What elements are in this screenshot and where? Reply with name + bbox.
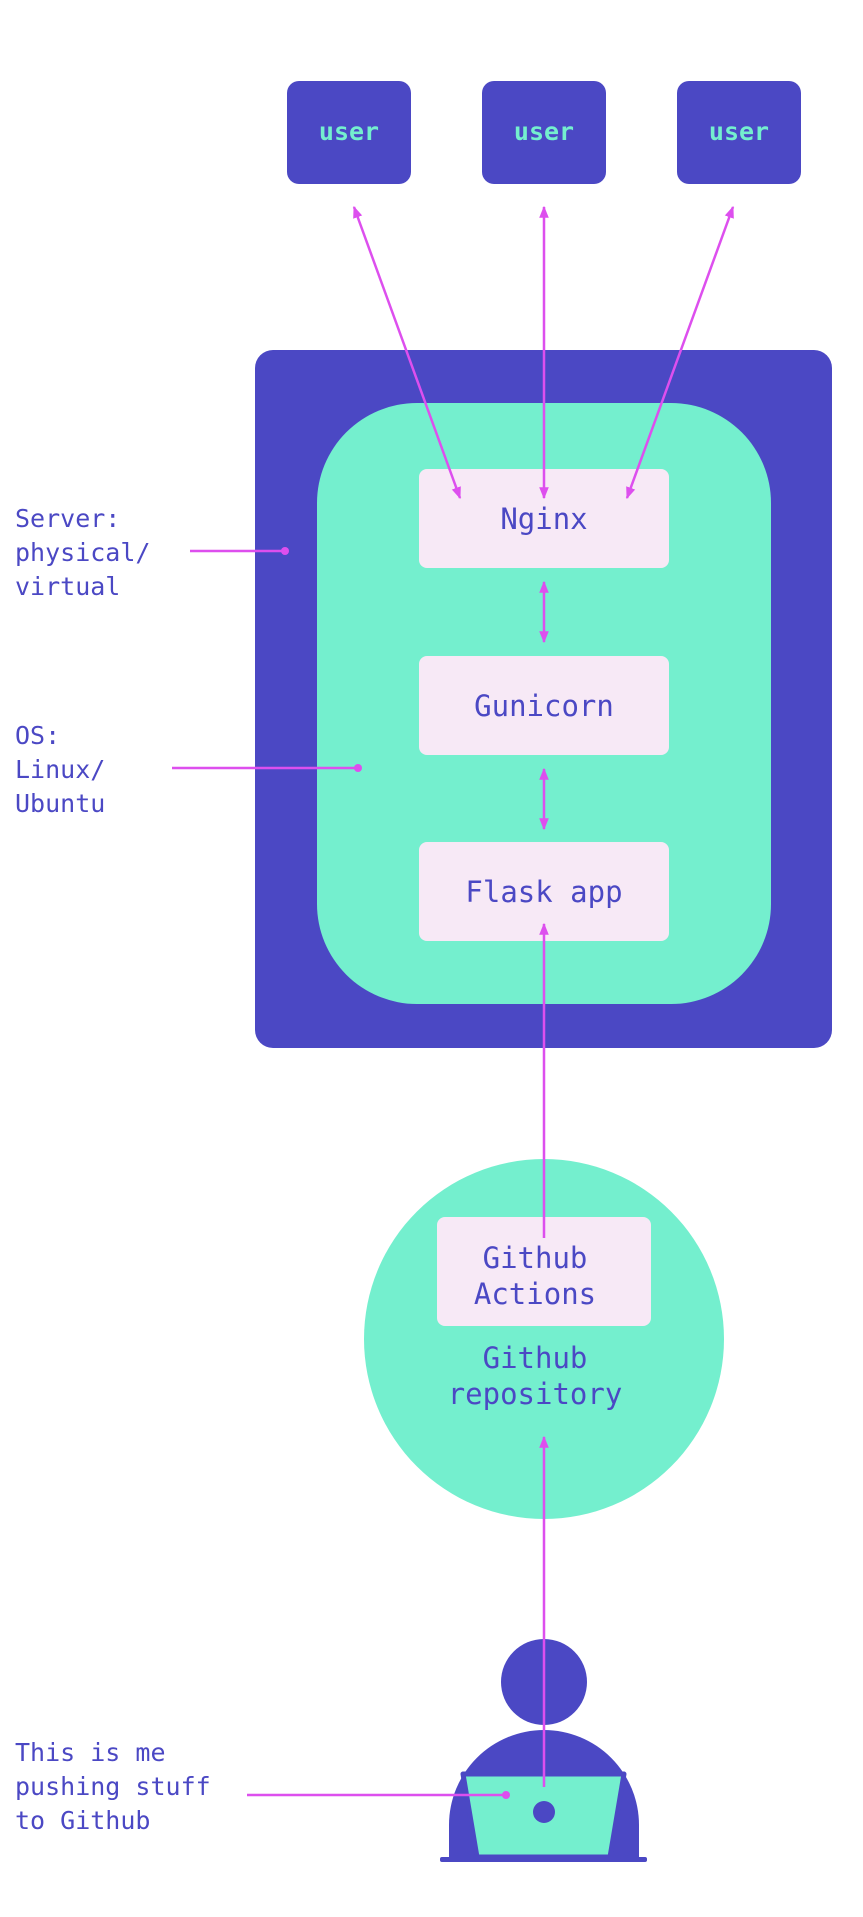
github-actions-label-line-1: Github bbox=[483, 1241, 588, 1275]
developer-label-line-1: This is me bbox=[15, 1738, 166, 1767]
github-repository-label-line-2: repository bbox=[448, 1377, 623, 1411]
server-label: Server: physical/ virtual bbox=[15, 504, 150, 601]
user-box-1: user bbox=[287, 81, 411, 184]
leader-dots bbox=[281, 547, 510, 1799]
gunicorn-label: Gunicorn bbox=[474, 689, 614, 723]
connectors bbox=[172, 205, 735, 1797]
github-actions-box: Github Actions bbox=[437, 1217, 651, 1326]
developer-label-line-3: to Github bbox=[15, 1806, 150, 1835]
os-label-line-3: Ubuntu bbox=[15, 789, 105, 818]
os-label-line-2: Linux/ bbox=[15, 755, 105, 784]
leader-dot-server bbox=[281, 547, 289, 555]
laptop-logo bbox=[533, 1801, 555, 1823]
os-label: OS: Linux/ Ubuntu bbox=[15, 721, 105, 818]
developer-label: This is me pushing stuff to Github bbox=[15, 1738, 211, 1835]
leader-dot-os bbox=[354, 764, 362, 772]
os-label-line-1: OS: bbox=[15, 721, 60, 750]
github-repository-label-line-1: Github bbox=[483, 1341, 588, 1375]
server-label-line-2: physical/ bbox=[15, 538, 150, 567]
user-box-2: user bbox=[482, 81, 606, 184]
github-actions-label-line-2: Actions bbox=[474, 1277, 596, 1311]
user-box-3: user bbox=[677, 81, 801, 184]
arrow-user-3-nginx bbox=[625, 205, 735, 500]
leader-dot-developer bbox=[502, 1791, 510, 1799]
user-label-1: user bbox=[319, 117, 379, 146]
nginx-box: Nginx bbox=[419, 469, 669, 568]
flask-app-box: Flask app bbox=[419, 842, 669, 941]
flask-app-label: Flask app bbox=[465, 875, 622, 909]
server-label-line-3: virtual bbox=[15, 572, 120, 601]
gunicorn-box: Gunicorn bbox=[419, 656, 669, 755]
user-label-3: user bbox=[709, 117, 769, 146]
server-label-line-1: Server: bbox=[15, 504, 120, 533]
user-label-2: user bbox=[514, 117, 574, 146]
arrow-user-1-nginx bbox=[352, 205, 462, 500]
nginx-label: Nginx bbox=[500, 502, 587, 536]
developer-label-line-2: pushing stuff bbox=[15, 1772, 211, 1801]
